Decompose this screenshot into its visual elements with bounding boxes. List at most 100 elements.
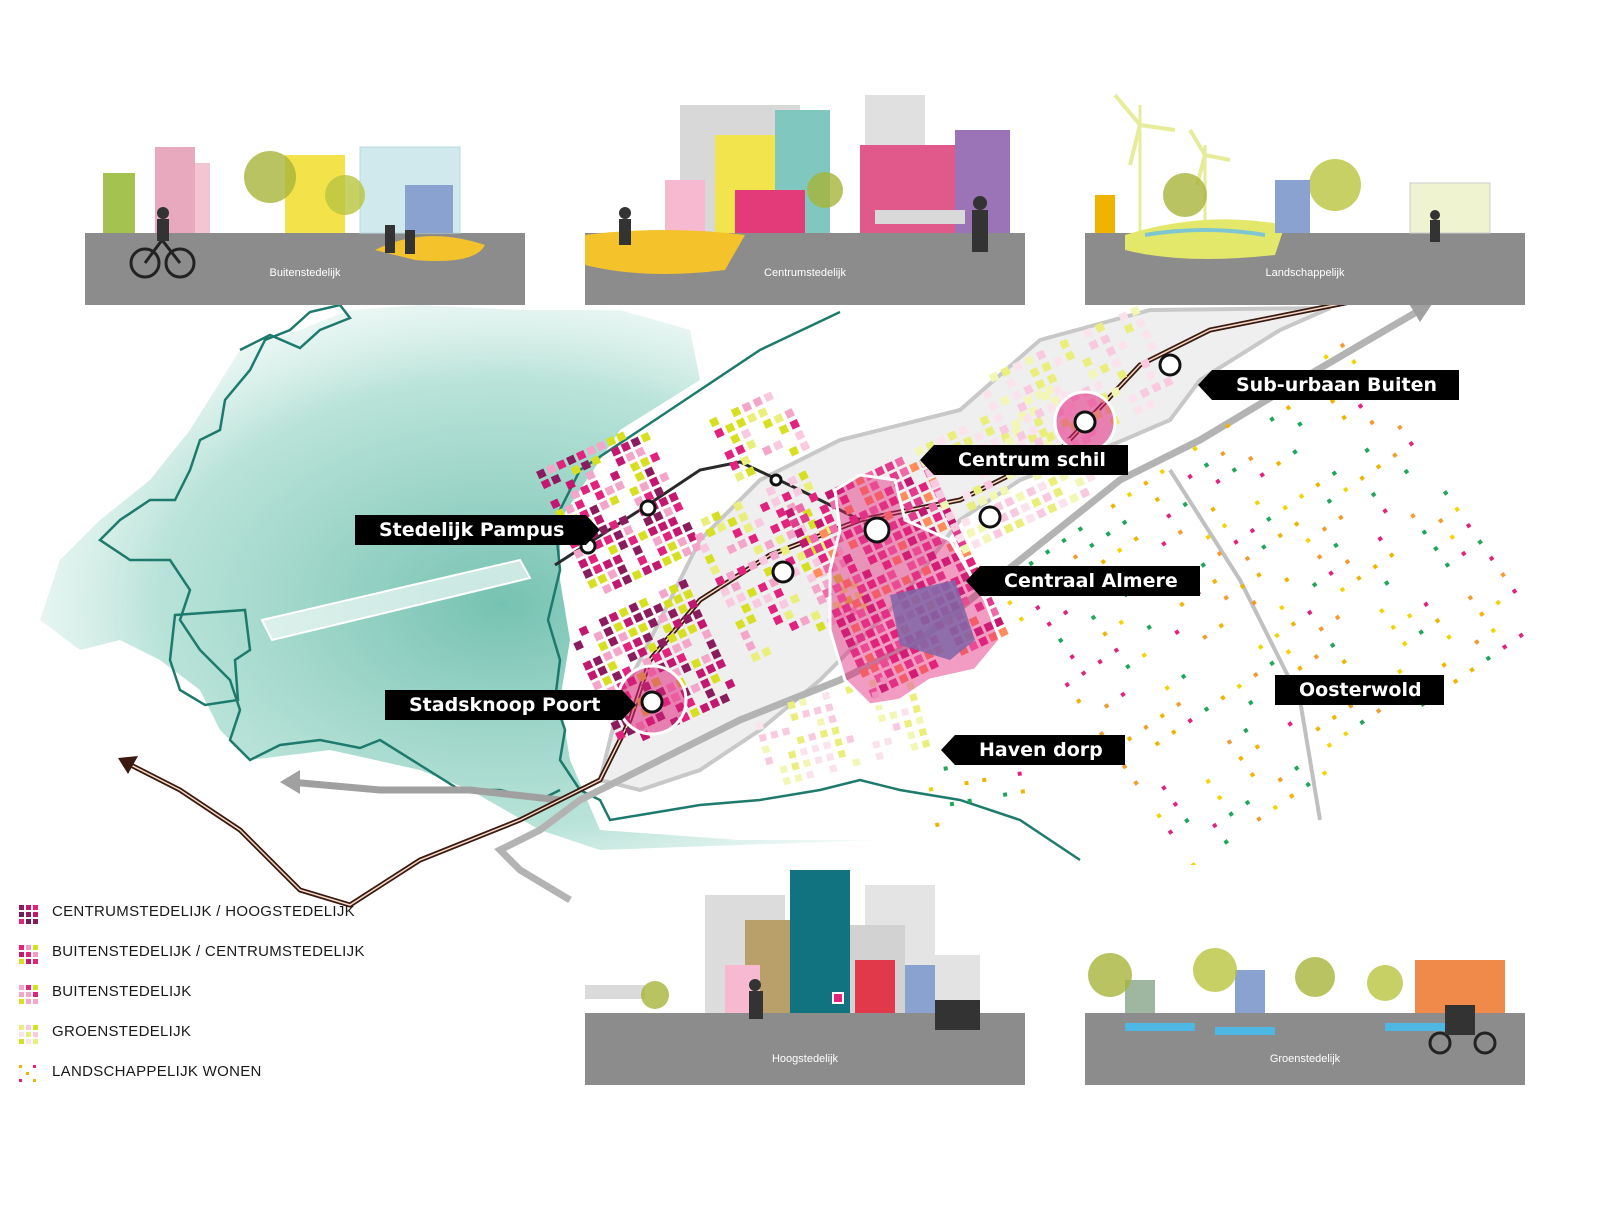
block-cell [902,525,914,537]
block-cell [869,480,880,492]
panel-caption: Centrumstedelijk [764,267,846,279]
block-cell [813,542,824,554]
block-cell [1154,740,1161,747]
block-cell [617,631,629,643]
block-cell [983,621,995,633]
block-cell [1061,537,1067,544]
block-cell [692,608,703,620]
block-cell [1490,627,1497,634]
block-cell [607,544,619,555]
block-cell [1211,822,1218,829]
block-cell [1244,799,1251,806]
block-cell [1030,497,1042,508]
block-cell [921,739,931,749]
panel-caption: Hoogstedelijk [771,1053,839,1065]
block-cell [612,554,624,565]
block-cell [1111,357,1122,369]
block-cell [858,509,870,521]
block-cell [1059,338,1070,350]
block-cell [794,527,805,539]
block-cell [835,617,847,628]
block-cell [649,476,660,488]
block-cell [1269,660,1275,667]
block-cell [1105,345,1117,357]
legend-swatch [19,985,38,1004]
block-cell [1103,703,1110,709]
block-cell [735,444,746,455]
block-cell [877,549,888,561]
block-cell [781,491,793,503]
block-cell [729,460,740,471]
block-cell [667,516,679,528]
block-cell [570,464,582,476]
block-cell [799,615,811,627]
block-cell [743,522,754,534]
block-cell [1117,340,1129,351]
legend-swatch-cell [33,992,38,997]
block-cell [761,646,772,658]
panel-hoogstedelijk: Hoogstedelijk [585,865,1025,1085]
block-cell [765,485,777,497]
block-cell [608,519,620,531]
block-cell [597,573,608,585]
block-cell [932,511,943,523]
road-oosterwold [1168,468,1322,821]
block-cell [970,538,982,550]
block-cell [603,534,614,545]
block-cell [753,517,765,529]
block-cell [1140,358,1151,370]
block-cell [704,688,716,699]
label-centrum-schil: Centrum schil [920,445,1128,475]
block-cell [1144,399,1156,410]
block-cell [930,560,942,572]
block-cell [620,441,632,452]
block-cell [1145,370,1157,381]
block-cell [1223,595,1229,601]
block-cell [1072,554,1079,560]
block-cell [1305,781,1311,788]
block-cell [770,496,782,508]
block-cell [1164,685,1170,691]
legend-swatch-cell [19,1032,24,1037]
block-cell [981,777,987,783]
block-cell [758,555,769,566]
block-cell [836,592,848,604]
block-cell [1044,549,1051,555]
label-haven-dorp: Haven dorp [941,735,1125,765]
block-cell [1023,355,1035,366]
block-cell [708,416,720,428]
block-cell [651,652,663,663]
legend-swatch-cell [33,1079,36,1082]
block-cell [1474,639,1480,645]
block-cell [772,440,784,451]
block-cell [1177,529,1184,536]
block-cell [762,592,774,604]
block-cell [1025,486,1037,497]
block-cell [841,602,852,614]
block-cell [1341,414,1347,421]
block-cell [1121,519,1128,526]
block-cell [1356,575,1362,581]
block-cell [903,719,913,728]
block-cell [889,710,898,720]
block-cell [695,668,707,679]
block-cell [817,552,829,564]
block-cell [657,637,668,649]
block-cell [1161,785,1167,791]
block-cell [843,528,854,540]
block-cell [934,489,946,500]
legend-swatch-cell [33,952,38,957]
block-cell [635,446,646,458]
legend-swatch-cell [33,1039,38,1044]
block-cell [921,540,933,552]
block-cell [1323,354,1329,360]
panel-caption: Buitenstedelijk [269,267,341,279]
block-cell [999,395,1011,406]
block-cell [769,550,780,561]
block-cell [615,455,626,467]
block-cell [676,628,688,639]
block-cell [1151,381,1162,393]
block-cell [1477,539,1483,545]
block-cell [589,479,601,491]
block-cell [639,481,650,492]
